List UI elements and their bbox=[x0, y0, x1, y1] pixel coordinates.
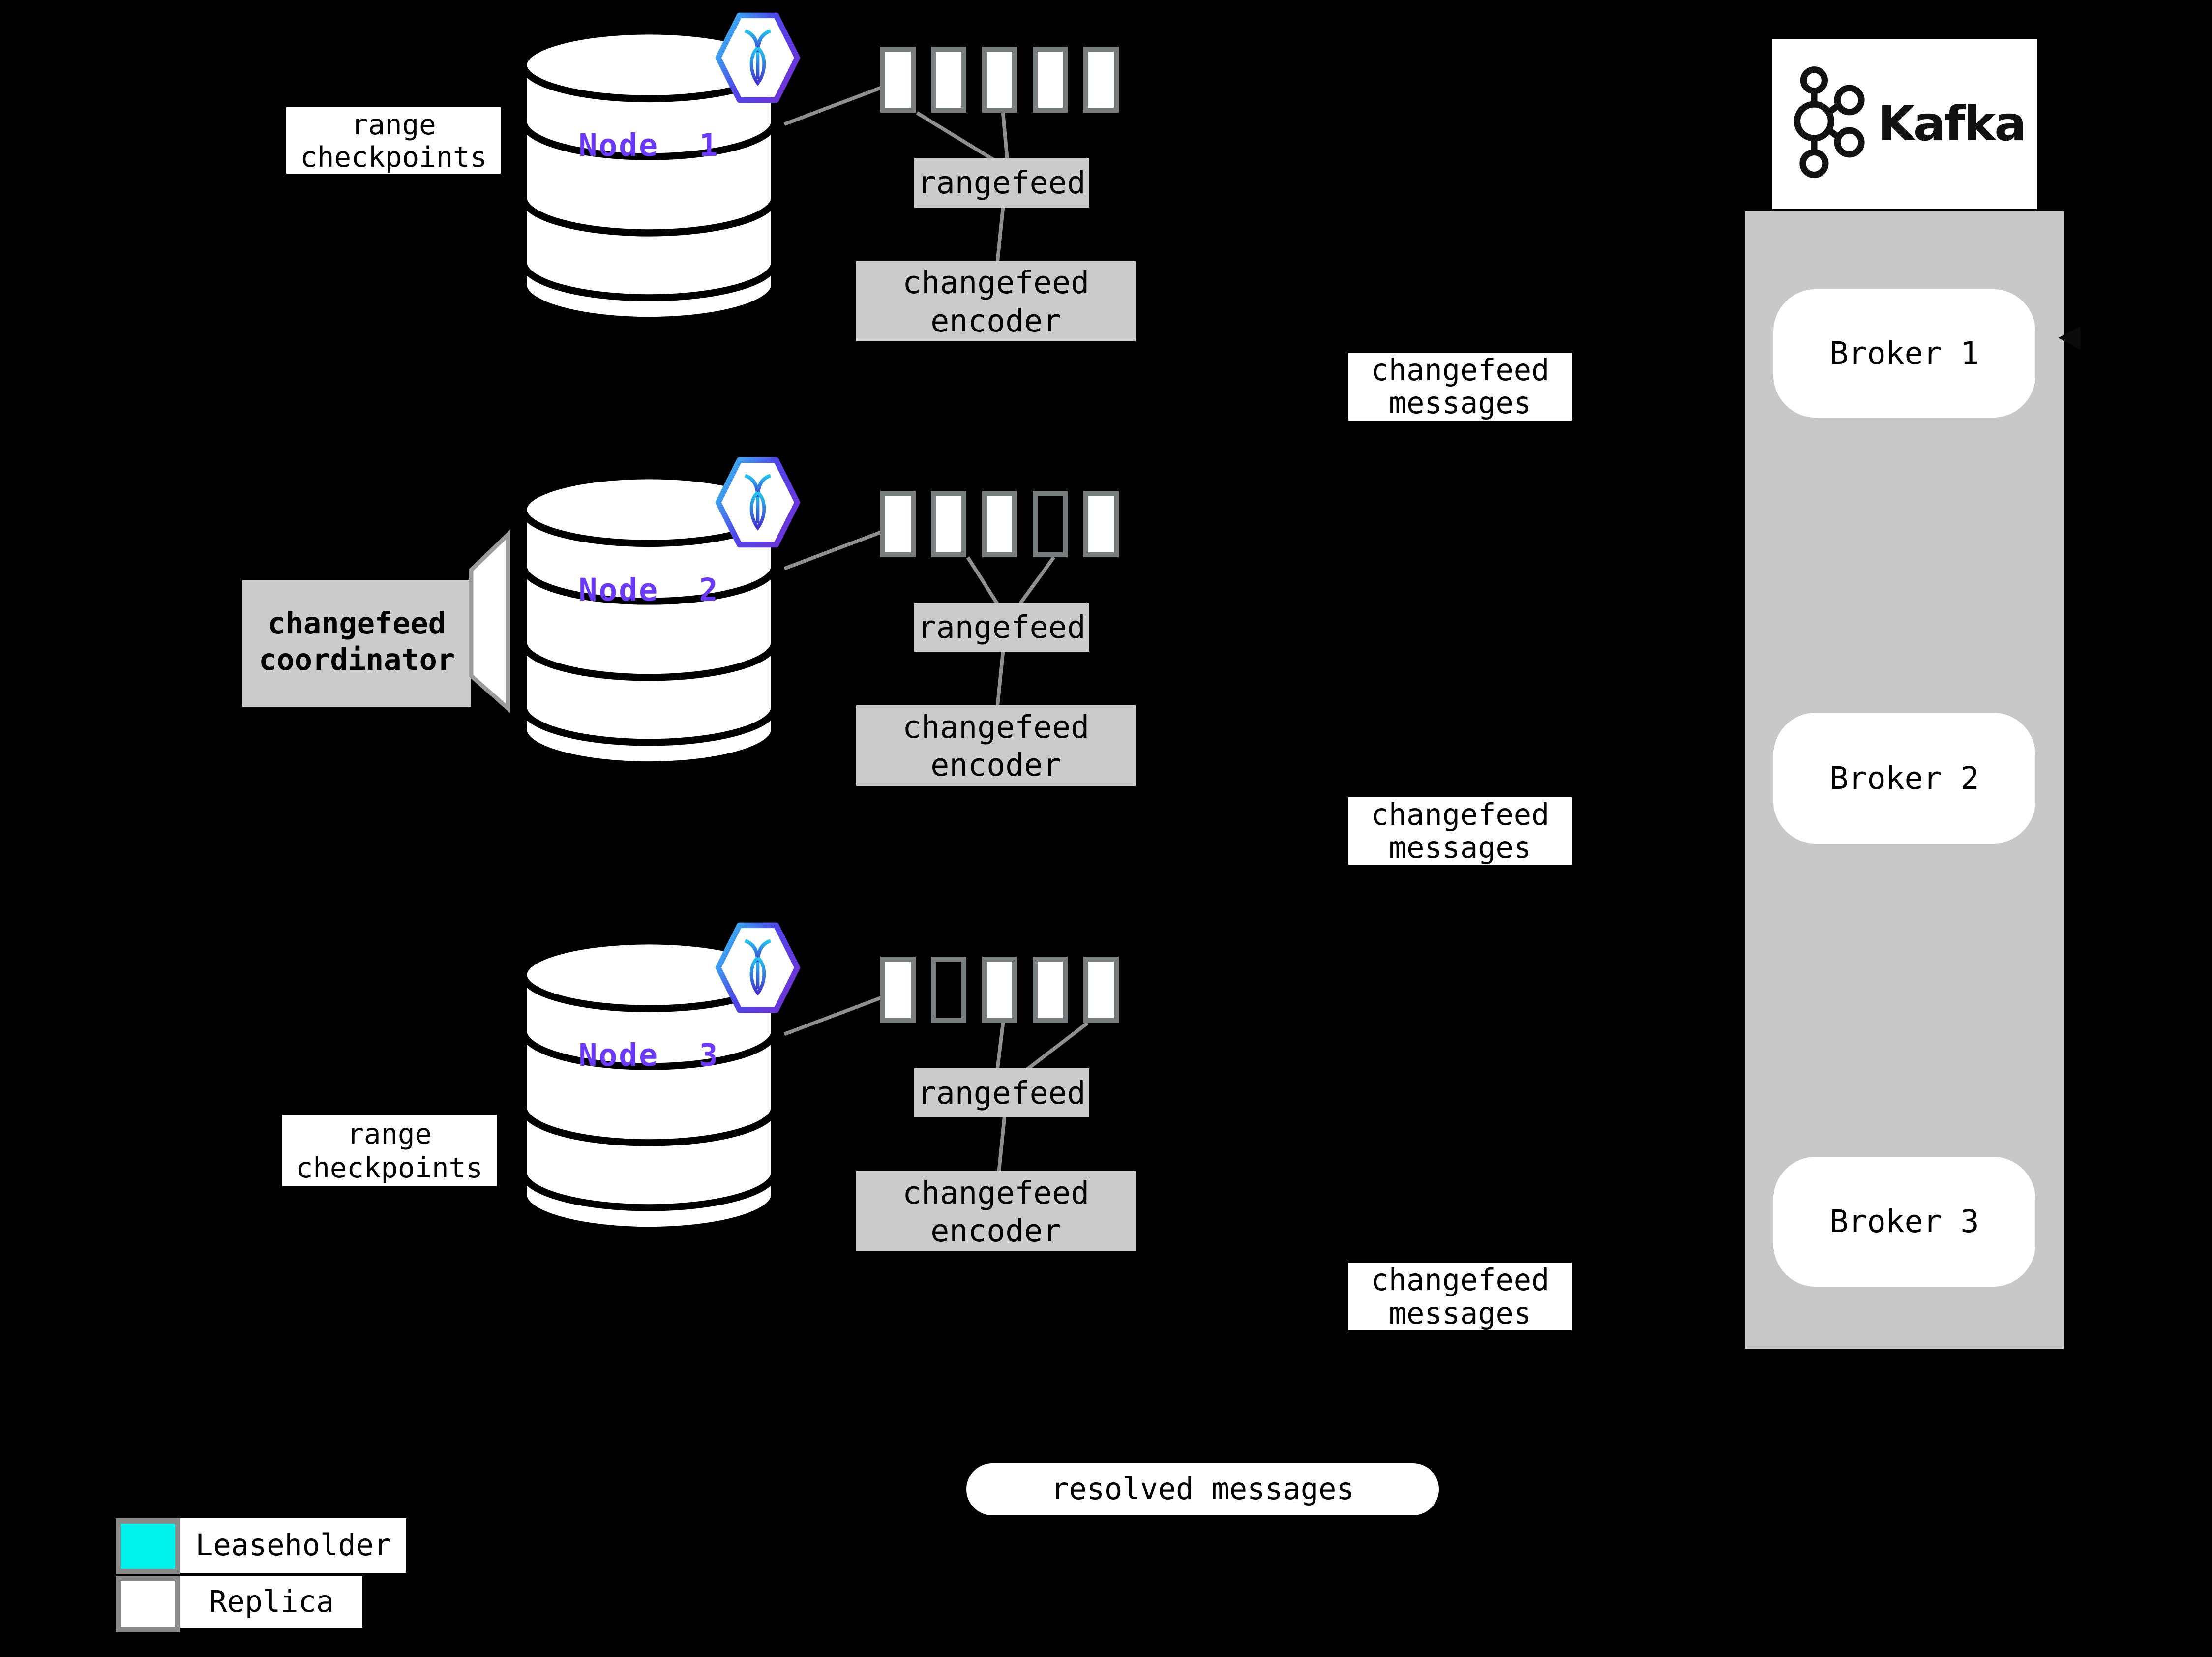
replica-rect bbox=[982, 956, 1017, 1023]
empty-range-rect bbox=[1032, 491, 1068, 558]
range-checkpoints-label: range checkpoints bbox=[282, 1115, 497, 1187]
replica-rect bbox=[880, 46, 916, 113]
broker-box: Broker 2 bbox=[1773, 712, 2036, 844]
empty-range-rect bbox=[931, 956, 966, 1023]
database-cylinder-icon bbox=[520, 472, 778, 768]
rangefeed-box: rangefeed bbox=[914, 1068, 1089, 1117]
broker-box: Broker 1 bbox=[1773, 289, 2036, 418]
leaseholder-rect bbox=[1083, 491, 1119, 558]
leaseholder-rect bbox=[1032, 46, 1068, 113]
legend-leaseholder-label: Leaseholder bbox=[180, 1518, 407, 1573]
broker-box: Broker 3 bbox=[1773, 1157, 2036, 1287]
replica-rect bbox=[1083, 956, 1119, 1023]
changefeed-encoder-box: changefeed encoder bbox=[856, 1171, 1136, 1252]
range-replica-row bbox=[880, 46, 1119, 113]
changefeed-messages-label: changefeed messages bbox=[1348, 797, 1572, 865]
replica-rect bbox=[982, 46, 1017, 113]
changefeed-coordinator-box: changefeed coordinator bbox=[242, 579, 472, 707]
changefeed-messages-label: changefeed messages bbox=[1348, 353, 1572, 421]
kafka-logo-icon bbox=[1794, 66, 1865, 179]
legend-replica-label: Replica bbox=[180, 1576, 363, 1628]
rangefeed-box: rangefeed bbox=[914, 602, 1089, 652]
range-checkpoints-label: range checkpoints bbox=[286, 107, 501, 174]
replica-rect bbox=[982, 491, 1017, 558]
replica-rect bbox=[880, 491, 916, 558]
changefeed-messages-label: changefeed messages bbox=[1348, 1263, 1572, 1331]
changefeed-encoder-box: changefeed encoder bbox=[856, 705, 1136, 786]
rangefeed-box: rangefeed bbox=[914, 158, 1089, 208]
kafka-logo-box: Kafka bbox=[1771, 39, 2037, 209]
cockroachdb-logo-icon bbox=[715, 457, 800, 548]
node-name: Node 1 bbox=[578, 127, 719, 164]
cockroachdb-logo-icon bbox=[715, 12, 800, 103]
leaseholder-rect bbox=[931, 46, 966, 113]
legend-replica-swatch bbox=[116, 1576, 181, 1632]
database-cylinder-icon bbox=[520, 27, 778, 324]
kafka-wordmark: Kafka bbox=[1878, 96, 2027, 152]
range-replica-row bbox=[880, 491, 1119, 558]
leaseholder-rect bbox=[931, 491, 966, 558]
cockroachdb-logo-icon bbox=[715, 923, 800, 1013]
leaseholder-rect bbox=[880, 956, 916, 1023]
leaseholder-rect bbox=[1032, 956, 1068, 1023]
resolved-messages-pill: resolved messages bbox=[966, 1463, 1439, 1515]
legend-leaseholder-swatch bbox=[116, 1518, 181, 1575]
changefeed-encoder-box: changefeed encoder bbox=[856, 261, 1136, 342]
replica-rect bbox=[1083, 46, 1119, 113]
node-name: Node 3 bbox=[578, 1037, 719, 1074]
range-replica-row bbox=[880, 956, 1119, 1023]
node-name: Node 2 bbox=[578, 571, 719, 608]
